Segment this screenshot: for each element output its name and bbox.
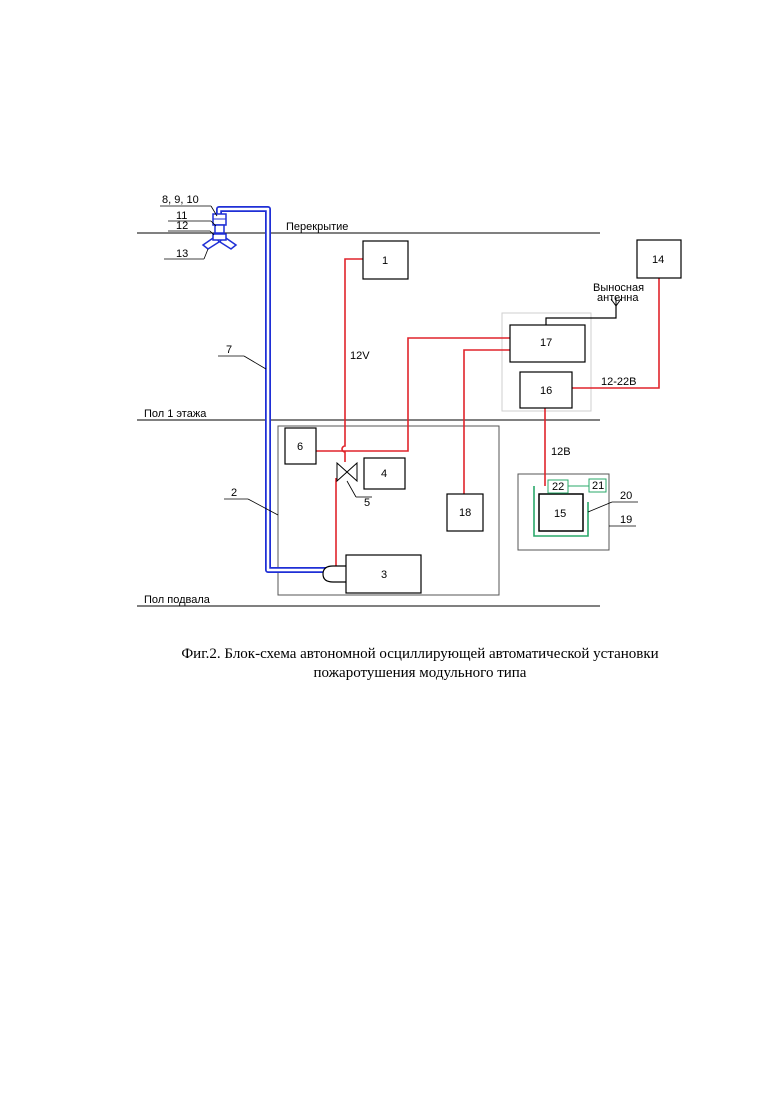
label-12v: 12V (350, 350, 370, 362)
callout-13: 13 (176, 248, 188, 260)
sprinkler-head-icon (203, 214, 236, 249)
callout-12: 12 (176, 220, 188, 232)
callout-2: 2 (231, 487, 237, 499)
block-3-cylinder (323, 555, 421, 593)
svg-text:6: 6 (297, 441, 303, 453)
basement-floor-label: Пол подвала (144, 594, 211, 606)
sensor-22-label: 22 (552, 481, 564, 493)
svg-text:17: 17 (540, 337, 552, 349)
callout-8-9-10: 8, 9, 10 (162, 194, 199, 206)
svg-text:14: 14 (652, 254, 664, 266)
callout-7: 7 (226, 344, 232, 356)
svg-text:3: 3 (381, 569, 387, 581)
figure-caption: Фиг.2. Блок-схема автономной осциллирующ… (0, 645, 780, 683)
svg-text:1: 1 (382, 255, 388, 267)
label-12-22v: 12-22В (601, 376, 636, 388)
valve-5-icon (337, 463, 357, 481)
sensor-21-label: 21 (592, 480, 604, 492)
antenna-label-2: антенна (597, 292, 639, 304)
antenna-wire (546, 306, 616, 325)
svg-text:18: 18 (459, 507, 471, 519)
caption-line-1: Фиг.2. Блок-схема автономной осциллирующ… (0, 645, 780, 664)
callout-19: 19 (620, 514, 632, 526)
pipe-7-inner (219, 209, 326, 570)
label-12b: 12В (551, 446, 571, 458)
floor1-label: Пол 1 этажа (144, 408, 207, 420)
callout-20: 20 (620, 490, 632, 502)
caption-line-2: пожаротушения модульного типа (0, 664, 780, 683)
svg-text:15: 15 (554, 508, 566, 520)
wires-red (316, 259, 659, 570)
svg-text:4: 4 (381, 468, 387, 480)
svg-text:16: 16 (540, 385, 552, 397)
pipe-7 (219, 209, 326, 570)
ceiling-label: Перекрытие (286, 221, 348, 233)
callout-5: 5 (364, 497, 370, 509)
